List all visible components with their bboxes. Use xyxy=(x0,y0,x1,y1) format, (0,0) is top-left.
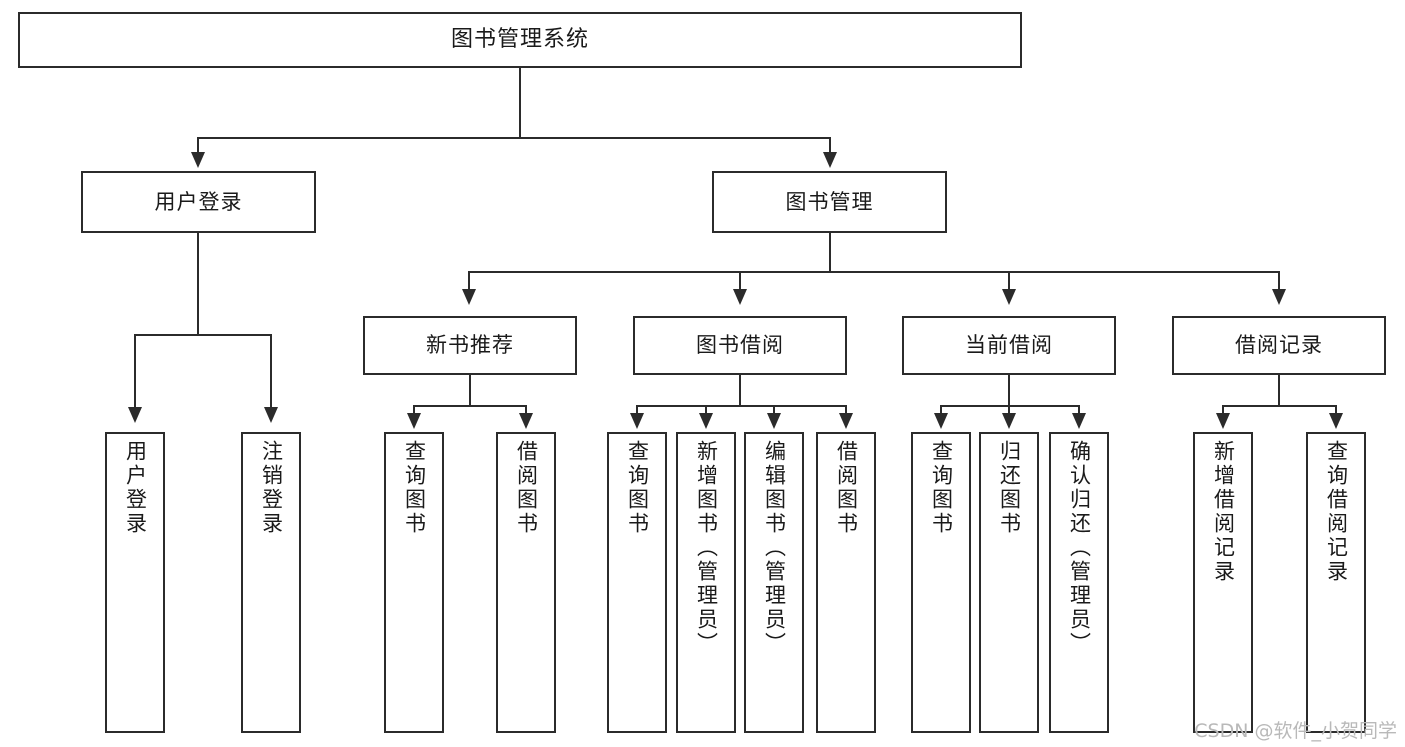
leaf-node-query-book-1[interactable]: 查询图书 xyxy=(384,432,444,733)
arrowhead-leaf-borrow-book-2 xyxy=(839,413,853,429)
leaf-node-borrow-book-2[interactable]: 借阅图书 xyxy=(816,432,876,733)
edge-to-leaf-confirm-return xyxy=(1078,405,1080,415)
edge-to-borrow-record xyxy=(1278,271,1280,291)
node-borrow-record[interactable]: 借阅记录 xyxy=(1172,316,1386,375)
edge-to-leaf-query-borrow-record xyxy=(1335,405,1337,415)
edge-to-leaf-logout xyxy=(270,334,272,409)
node-root-book-management-system[interactable]: 图书管理系统 xyxy=(18,12,1022,68)
edge-to-leaf-query-book-1 xyxy=(413,405,415,415)
node-label: 查询借阅记录 xyxy=(1324,440,1349,584)
node-label: 借阅图书 xyxy=(514,440,539,536)
arrowhead-leaf-return-book xyxy=(1002,413,1016,429)
node-user-login[interactable]: 用户登录 xyxy=(81,171,316,233)
edge-level3-bus xyxy=(468,271,1280,273)
edge-to-leaf-add-borrow-record xyxy=(1222,405,1224,415)
edge-to-leaf-borrow-book-1 xyxy=(525,405,527,415)
edge-user-login-bus xyxy=(134,334,270,336)
arrowhead-leaf-add-borrow-record xyxy=(1216,413,1230,429)
arrowhead-leaf-user-login xyxy=(128,407,142,423)
edge-book-borrow-stem xyxy=(739,375,741,406)
edge-book-borrow-bus xyxy=(636,405,847,407)
edge-borrow-record-stem xyxy=(1278,375,1280,406)
edge-to-leaf-return-book xyxy=(1008,405,1010,415)
leaf-node-borrow-book-1[interactable]: 借阅图书 xyxy=(496,432,556,733)
node-label: 查询图书 xyxy=(929,440,954,536)
arrowhead-leaf-logout xyxy=(264,407,278,423)
node-label: 归还图书 xyxy=(997,440,1022,536)
node-label: 新书推荐 xyxy=(426,333,514,358)
node-label: 借阅图书 xyxy=(834,440,859,536)
edge-current-borrow-bus xyxy=(940,405,1080,407)
edge-to-leaf-query-book-3 xyxy=(940,405,942,415)
leaf-node-confirm-return-admin[interactable]: 确认归还（管理员） xyxy=(1049,432,1109,733)
arrowhead-leaf-add-book xyxy=(699,413,713,429)
edge-book-mgmt-stem xyxy=(829,233,831,272)
arrowhead-new-book-rec xyxy=(462,289,476,305)
leaf-node-user-login[interactable]: 用户登录 xyxy=(105,432,165,733)
node-label: 图书借阅 xyxy=(696,333,784,358)
node-label: 借阅记录 xyxy=(1235,333,1323,358)
node-label: 用户登录 xyxy=(154,189,243,214)
edge-to-book-mgmt xyxy=(829,137,831,154)
edge-to-leaf-query-book-2 xyxy=(636,405,638,415)
node-book-borrow[interactable]: 图书借阅 xyxy=(633,316,847,375)
arrowhead-user-login xyxy=(191,152,205,168)
node-label: 用户登录 xyxy=(123,440,148,536)
edge-current-borrow-stem xyxy=(1008,375,1010,406)
leaf-node-query-book-3[interactable]: 查询图书 xyxy=(911,432,971,733)
node-label: 确认归还（管理员） xyxy=(1067,440,1092,656)
arrowhead-current-borrow xyxy=(1002,289,1016,305)
edge-borrow-record-bus xyxy=(1222,405,1337,407)
arrowhead-book-borrow xyxy=(733,289,747,305)
arrowhead-leaf-query-borrow-record xyxy=(1329,413,1343,429)
arrowhead-leaf-borrow-book-1 xyxy=(519,413,533,429)
leaf-node-add-book-admin[interactable]: 新增图书（管理员） xyxy=(676,432,736,733)
edge-to-leaf-borrow-book-2 xyxy=(845,405,847,415)
edge-root-stem xyxy=(519,68,521,138)
edge-to-leaf-user-login xyxy=(134,334,136,409)
edge-to-leaf-add-book xyxy=(705,405,707,415)
node-current-borrow[interactable]: 当前借阅 xyxy=(902,316,1116,375)
arrowhead-leaf-query-book-2 xyxy=(630,413,644,429)
edge-user-login-stem xyxy=(197,233,199,335)
edge-new-book-rec-stem xyxy=(469,375,471,406)
node-label: 编辑图书（管理员） xyxy=(762,440,787,656)
leaf-node-query-borrow-record[interactable]: 查询借阅记录 xyxy=(1306,432,1366,733)
arrowhead-book-mgmt xyxy=(823,152,837,168)
arrowhead-leaf-query-book-1 xyxy=(407,413,421,429)
edge-to-leaf-edit-book xyxy=(773,405,775,415)
node-label: 注销登录 xyxy=(259,440,284,536)
node-new-book-recommendation[interactable]: 新书推荐 xyxy=(363,316,577,375)
arrowhead-leaf-query-book-3 xyxy=(934,413,948,429)
node-label: 查询图书 xyxy=(402,440,427,536)
edge-level2-bus xyxy=(197,137,831,139)
leaf-node-return-book[interactable]: 归还图书 xyxy=(979,432,1039,733)
arrowhead-borrow-record xyxy=(1272,289,1286,305)
edge-to-book-borrow xyxy=(739,271,741,291)
arrowhead-leaf-edit-book xyxy=(767,413,781,429)
edge-new-book-rec-bus xyxy=(413,405,527,407)
node-label: 图书管理系统 xyxy=(450,27,589,53)
node-label: 图书管理 xyxy=(785,189,874,214)
node-label: 查询图书 xyxy=(625,440,650,536)
node-book-management[interactable]: 图书管理 xyxy=(712,171,947,233)
node-label: 新增借阅记录 xyxy=(1211,440,1236,584)
edge-to-current-borrow xyxy=(1008,271,1010,291)
leaf-node-query-book-2[interactable]: 查询图书 xyxy=(607,432,667,733)
edge-to-user-login xyxy=(197,137,199,154)
leaf-node-edit-book-admin[interactable]: 编辑图书（管理员） xyxy=(744,432,804,733)
node-label: 当前借阅 xyxy=(965,333,1053,358)
leaf-node-add-borrow-record[interactable]: 新增借阅记录 xyxy=(1193,432,1253,733)
edge-to-new-book-rec xyxy=(468,271,470,291)
node-label: 新增图书（管理员） xyxy=(694,440,719,656)
arrowhead-leaf-confirm-return xyxy=(1072,413,1086,429)
leaf-node-logout[interactable]: 注销登录 xyxy=(241,432,301,733)
